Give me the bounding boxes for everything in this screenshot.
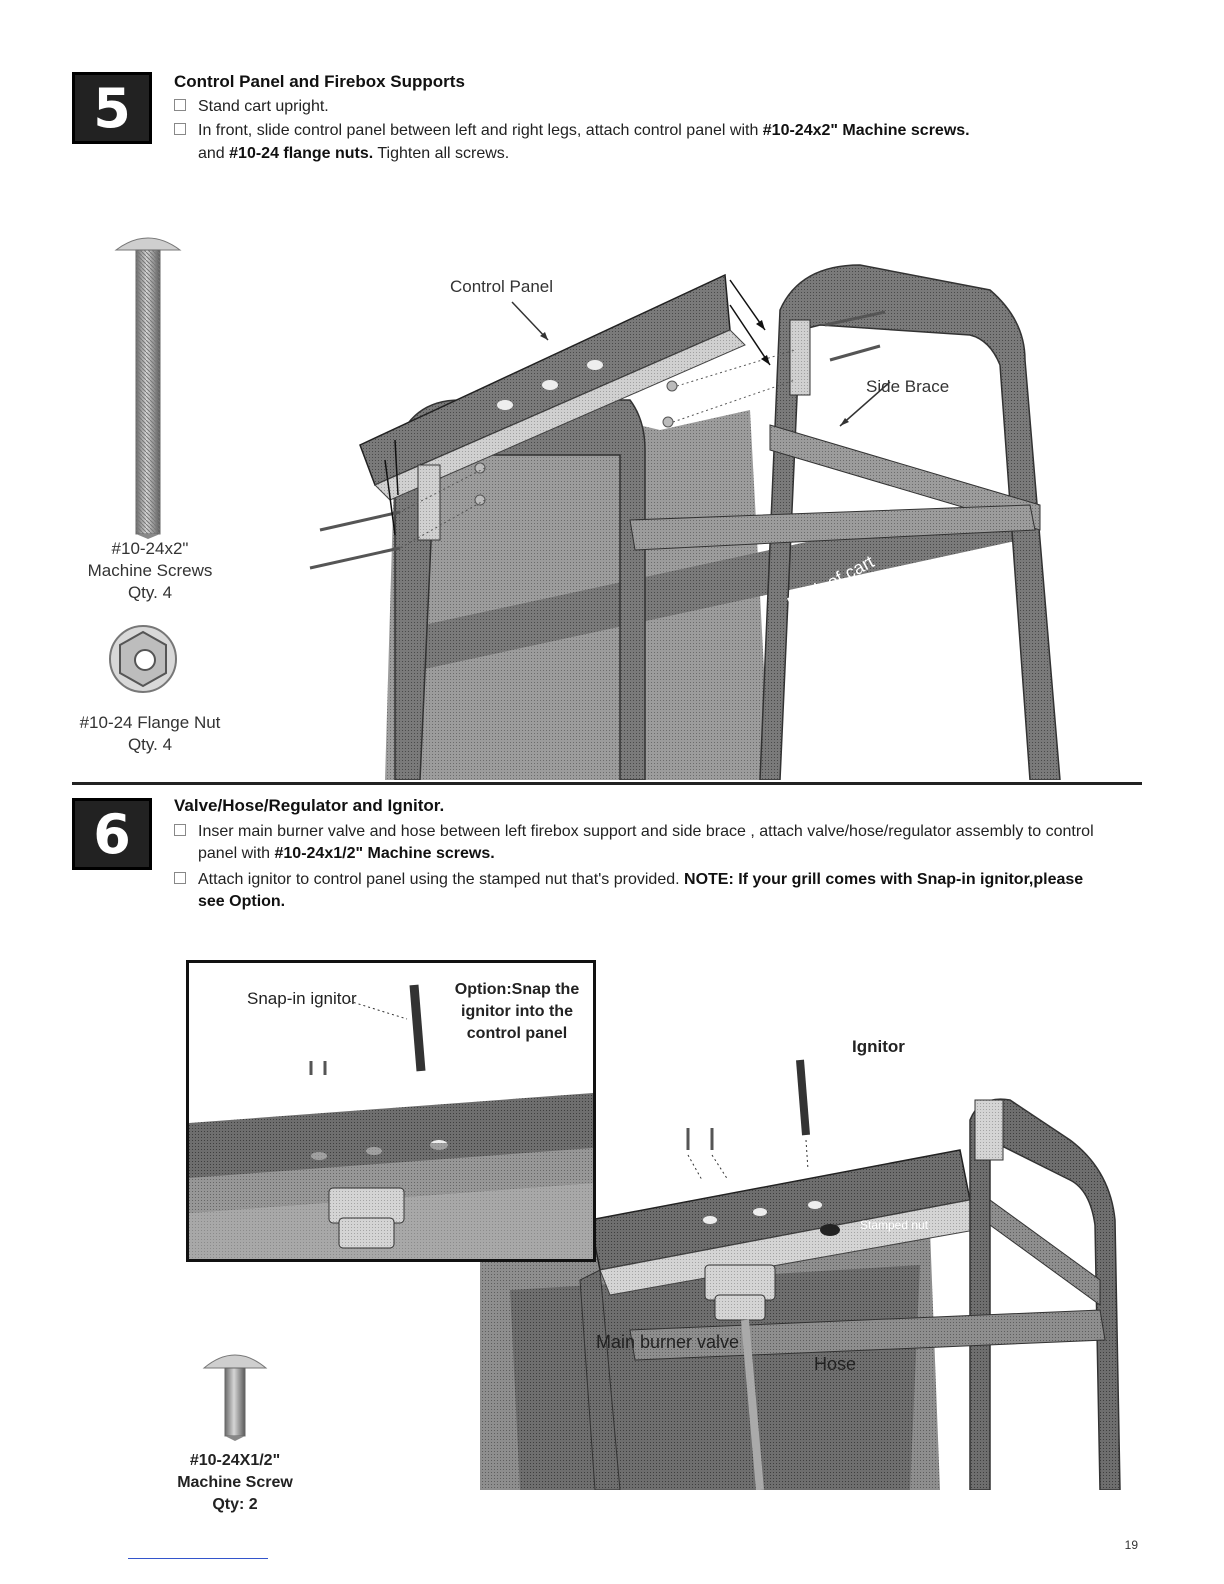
step-5-bullet-2-cont: and #10-24 flange nuts. Tighten all scre… bbox=[198, 145, 510, 162]
screw-6-qty: Qty: 2 bbox=[212, 1496, 258, 1513]
stamped-nut-callout: Stamped nut bbox=[860, 1218, 929, 1232]
step-6-cart-illustration bbox=[480, 1059, 1121, 1490]
section-divider bbox=[72, 782, 1142, 785]
screw-5-name: Machine Screws bbox=[87, 561, 213, 580]
page-number: 19 bbox=[1124, 1538, 1138, 1552]
snap-in-option-inset: Snap-in ignitor Option:Snap the ignitor … bbox=[186, 960, 596, 1262]
screw-5-qty: Qty. 4 bbox=[127, 583, 173, 602]
option-note-line-1: Option:Snap the bbox=[454, 981, 580, 998]
screw-5-label: #10-24x2" bbox=[111, 539, 189, 558]
step-5-badge: 5 bbox=[72, 72, 152, 144]
step-6-badge: 6 bbox=[72, 798, 152, 870]
side-brace-callout: Side Brace bbox=[866, 377, 950, 396]
step-6-title: Valve/Hose/Regulator and Ignitor. bbox=[174, 796, 445, 815]
option-note-line-2: ignitor into the bbox=[461, 1003, 573, 1020]
step-5-title: Control Panel and Firebox Supports bbox=[174, 72, 465, 91]
step-5-bullet-1: Stand cart upright. bbox=[174, 95, 329, 118]
screw-6-label: #10-24X1/2" bbox=[189, 1452, 281, 1469]
screw-6-name: Machine Screw bbox=[177, 1474, 293, 1491]
step-5-bullet-2: In front, slide control panel between le… bbox=[174, 119, 970, 142]
step-6-bullet-2-cont: see Option. bbox=[198, 893, 286, 910]
nut-label: #10-24 Flange Nut bbox=[79, 713, 221, 732]
step-5-cart-illustration bbox=[309, 264, 1061, 780]
hose-callout: Hose bbox=[814, 1354, 857, 1374]
nut-qty: Qty. 4 bbox=[127, 735, 173, 754]
snap-in-ignitor-callout: Snap-in ignitor bbox=[247, 989, 357, 1008]
control-panel-callout: Control Panel bbox=[450, 277, 554, 296]
step-6-bullet-1: Inser main burner valve and hose between… bbox=[174, 820, 1094, 843]
option-note-line-3: control panel bbox=[466, 1025, 568, 1042]
flange-nut-illustration bbox=[109, 625, 177, 693]
machine-screw-long-illustration bbox=[114, 237, 182, 539]
main-burner-valve-callout: Main burner valve bbox=[596, 1332, 740, 1352]
option-note: Option:Snap the ignitor into the control… bbox=[447, 979, 587, 1045]
step-6-bullet-1-cont: panel with #10-24x1/2" Machine screws. bbox=[198, 845, 495, 862]
snap-in-inset-illustration bbox=[189, 984, 593, 1259]
machine-screw-short-illustration bbox=[202, 1354, 268, 1441]
step-6-bullet-2: Attach ignitor to control panel using th… bbox=[174, 868, 1083, 891]
footer-line bbox=[128, 1558, 268, 1559]
ignitor-callout: Ignitor bbox=[852, 1037, 905, 1056]
